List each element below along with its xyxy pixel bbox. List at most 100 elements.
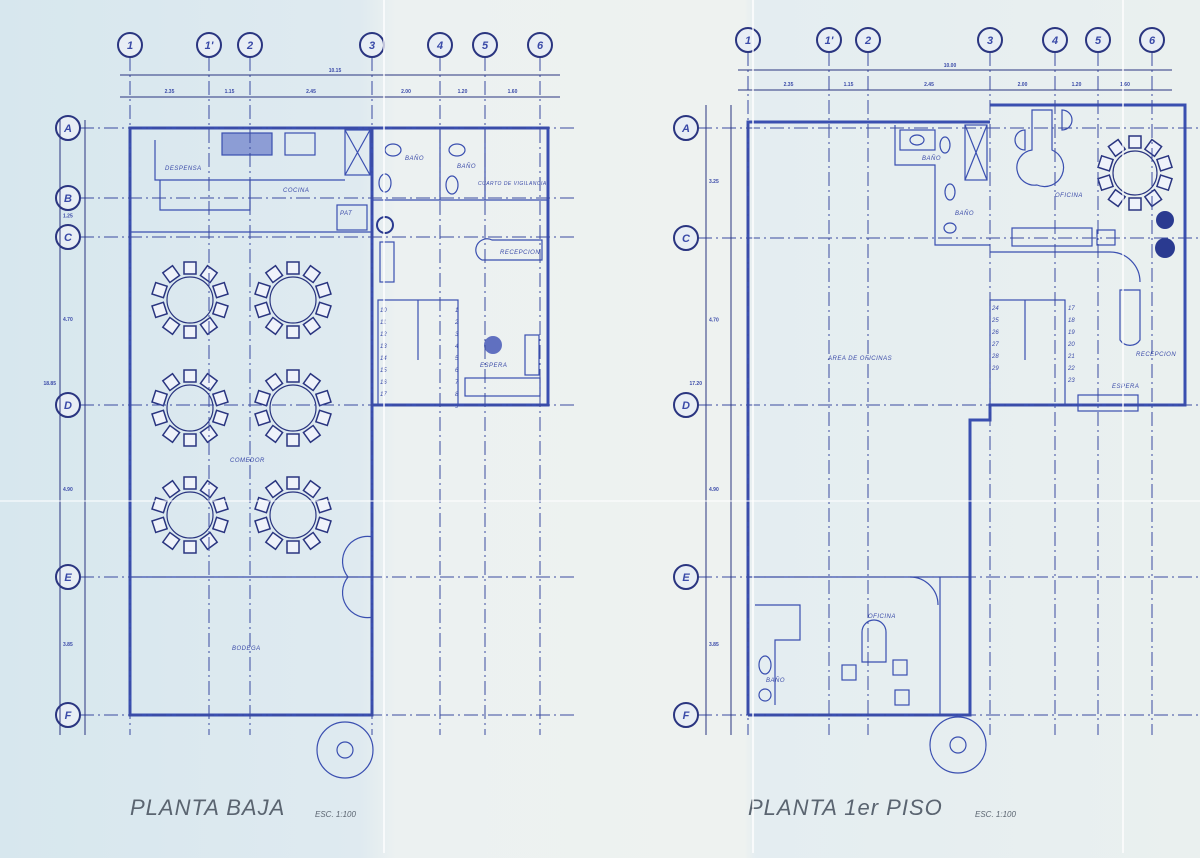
room-label-comedor: COMEDOR <box>230 458 265 464</box>
chair <box>161 424 181 444</box>
chair <box>1107 138 1127 158</box>
round-table <box>166 276 214 324</box>
stair-step-number: 5 <box>455 356 459 362</box>
grid-axis-bubble <box>527 32 553 58</box>
chair <box>264 264 284 284</box>
room-label-oficina: OFICINA <box>1055 193 1083 199</box>
stair-step-number: 24 <box>991 306 999 312</box>
chair <box>254 389 272 407</box>
grid-axis-label: E <box>64 572 72 584</box>
dimension-value: 4.90 <box>63 487 73 493</box>
grid-axis-label: 3 <box>987 35 993 47</box>
round-table <box>166 384 214 432</box>
chair <box>286 476 300 490</box>
grid-axis-label: A <box>681 123 690 135</box>
plant-icon <box>376 216 394 234</box>
stair-step-number: 25 <box>991 318 999 324</box>
chair <box>264 424 284 444</box>
dimension-value: 3.85 <box>709 642 719 648</box>
dining-tables <box>151 261 332 554</box>
dimension-value: 1.60 <box>508 89 518 95</box>
grid-axis-bubble <box>55 702 81 728</box>
first-floor-interior-walls <box>748 109 1141 774</box>
grid-axis-bubble <box>55 392 81 418</box>
stair-step-number: 7 <box>455 380 459 386</box>
room-label-bano: BAÑO <box>457 163 476 170</box>
room-label-oficina: OFICINA <box>868 614 896 620</box>
chair <box>302 479 322 499</box>
round-table <box>269 276 317 324</box>
grid-axis-bubble <box>55 185 81 211</box>
chair <box>211 409 229 427</box>
grid-axis-label: F <box>683 710 690 722</box>
dimension-total: 17.20 <box>689 381 702 387</box>
chair <box>211 301 229 319</box>
plan-scale: ESC. 1:100 <box>315 810 356 819</box>
room-label-bano: BAÑO <box>766 677 785 684</box>
chair <box>254 281 272 299</box>
chair <box>264 479 284 499</box>
chair <box>183 325 197 339</box>
grid-axis-label: D <box>64 400 72 412</box>
room-label-cuarto-vigilancia: CUARTO DE VIGILANCIA <box>478 181 547 187</box>
chair <box>314 516 332 534</box>
chair <box>151 389 169 407</box>
dimension-value: 1.20 <box>1072 82 1082 88</box>
plant-icon <box>1156 211 1174 229</box>
grid-axis-label: 6 <box>537 40 544 52</box>
round-table <box>166 491 214 539</box>
grid-axis-label: F <box>65 710 72 722</box>
room-label-bano: BAÑO <box>405 155 424 162</box>
room-label-despensa: DESPENSA <box>165 166 202 172</box>
grid-axis-label: E <box>682 572 690 584</box>
chair <box>254 516 272 534</box>
stair-step-number: 19 <box>1068 330 1075 336</box>
dimension-value: 1.15 <box>844 82 854 88</box>
grid-axis-bubble <box>237 32 263 58</box>
chair <box>161 372 181 392</box>
dimension-value: 2.00 <box>1018 82 1028 88</box>
grid-axis-bubble <box>55 564 81 590</box>
paper-fold <box>383 0 385 853</box>
grid-axis-bubble <box>1085 27 1111 53</box>
dimension-value: 2.00 <box>401 89 411 95</box>
stair-step-number: 2 <box>454 320 459 326</box>
chair <box>314 409 332 427</box>
room-label-recepcion: RECEPCION <box>500 250 540 256</box>
room-label-recepcion: RECEPCION <box>1136 352 1176 358</box>
grid-axis-bubble <box>673 115 699 141</box>
dimension-value: 3.25 <box>709 179 719 185</box>
chair <box>151 409 169 427</box>
dimension-value: 4.70 <box>709 318 719 324</box>
stair-step-number: 4 <box>455 344 459 350</box>
room-label-bano: BAÑO <box>922 155 941 162</box>
dimension-value: 1.15 <box>225 89 235 95</box>
chair <box>264 316 284 336</box>
grid-axis-label: 2 <box>246 40 253 52</box>
grid-axis-bubble <box>55 224 81 250</box>
chair <box>302 264 322 284</box>
grid-axis-bubble <box>855 27 881 53</box>
room-label-bano: BAÑO <box>955 210 974 217</box>
grid-axis-bubble <box>55 115 81 141</box>
grid-axis-label: 2 <box>864 35 871 47</box>
stair-step-number: 28 <box>991 354 999 360</box>
grid-axis-bubble <box>735 27 761 53</box>
chair <box>183 476 197 490</box>
stair-step-number: 29 <box>991 366 999 372</box>
grid-axis-bubble <box>977 27 1003 53</box>
stair-step-number: 9 <box>455 404 459 410</box>
grid-axis-label: 1' <box>205 40 214 52</box>
chair <box>302 531 322 551</box>
grid-axis-label: 1' <box>825 35 834 47</box>
dimension-total: 10.00 <box>944 63 957 69</box>
stair-step-number: 22 <box>1067 366 1075 372</box>
grid-axis-bubble <box>1042 27 1068 53</box>
chair <box>161 264 181 284</box>
dimension-value: 4.70 <box>63 317 73 323</box>
stair-step-number: 1 <box>455 308 458 314</box>
chair <box>211 389 229 407</box>
grid-axis-label: 6 <box>1149 35 1156 47</box>
